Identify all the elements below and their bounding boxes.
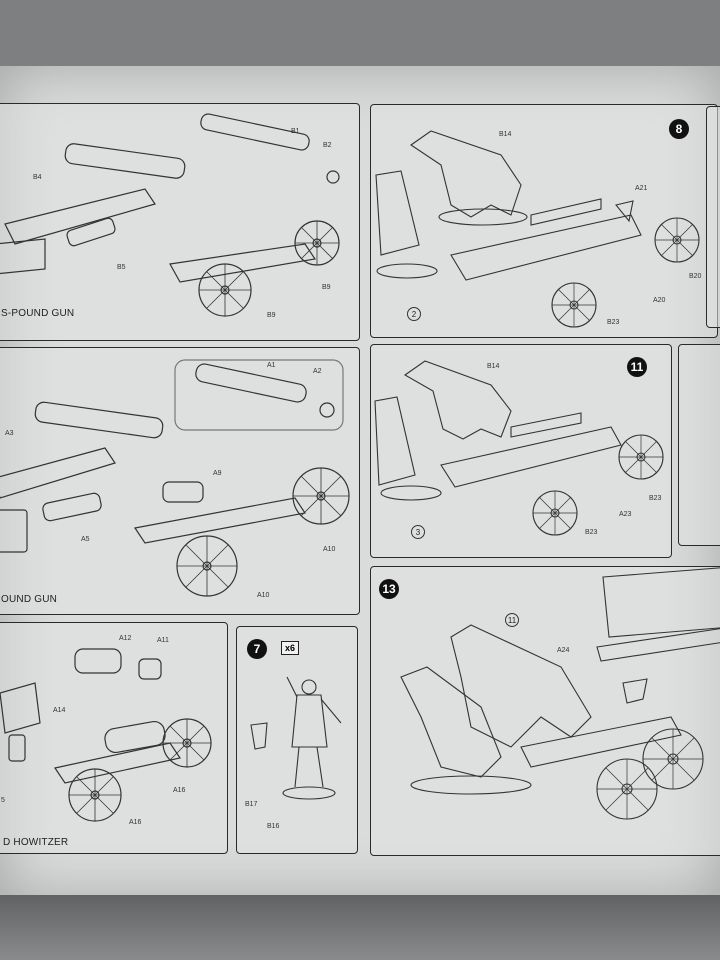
panel-title: OUND GUN [1, 594, 58, 605]
part-label: A5 [81, 536, 90, 543]
panel-cropped-right [678, 344, 720, 546]
step-number-badge: 11 [627, 357, 647, 377]
part-label: B1 [291, 128, 300, 135]
part-label: B23 [649, 495, 662, 502]
part-label: 5 [1, 797, 5, 804]
part-label: A21 [635, 185, 648, 192]
wagon-icon [374, 360, 664, 536]
panel-howitzer: A12 A11 A14 A16 A16 5 D HOWITZER [0, 622, 228, 854]
part-label: A10 [323, 546, 336, 553]
table-surface [0, 895, 720, 960]
part-label: A12 [119, 635, 132, 642]
part-label: A1 [267, 362, 276, 369]
part-label: B23 [607, 319, 620, 326]
part-label: A3 [5, 430, 14, 437]
part-label: A11 [157, 637, 169, 644]
part-label: A10 [257, 592, 270, 599]
part-label: A23 [619, 511, 632, 518]
part-label: B2 [323, 142, 332, 149]
part-label: B14 [499, 131, 512, 138]
cannon-icon [0, 113, 340, 317]
part-label: B4 [33, 174, 42, 181]
part-label: A24 [557, 647, 570, 654]
panel-step-7: 7 x6 B17 B16 [236, 626, 358, 854]
part-label: B9 [322, 284, 331, 291]
quantity-badge: x6 [281, 641, 300, 655]
step-number-badge: 7 [247, 639, 267, 659]
part-label: A2 [313, 368, 322, 375]
part-label: A16 [129, 819, 142, 826]
step-number-badge: 13 [379, 579, 399, 599]
wagon-icon [400, 567, 720, 820]
panel-title: D HOWITZER [3, 837, 69, 848]
sub-step-marker: 2 [407, 307, 421, 321]
panel-step-11: 11 B14 B23 A23 B23 3 [370, 344, 672, 558]
part-label: B16 [267, 823, 280, 830]
part-label: A20 [653, 297, 666, 304]
sub-step-marker: 11 [505, 613, 519, 627]
part-label: B23 [585, 529, 598, 536]
cannon-icon [0, 648, 212, 822]
part-label: B20 [689, 273, 702, 280]
horse-icon [375, 130, 700, 328]
part-label: A14 [53, 707, 66, 714]
part-label: B5 [117, 264, 126, 271]
panel-title: S-POUND GUN [1, 308, 75, 319]
soldier-icon [250, 676, 342, 800]
panel-gun-top: B1 B2 B4 B5 B9 B9 S-POUND GUN [0, 103, 360, 341]
part-label: A9 [213, 470, 222, 477]
cannon-icon [0, 359, 350, 597]
sub-step-marker: 3 [411, 525, 425, 539]
panel-gun-mid: A1 A2 A3 A5 A9 A10 A10 OUND GUN [0, 347, 360, 615]
panel-step-13: 13 A24 11 [370, 566, 720, 856]
part-label: B14 [487, 363, 500, 370]
part-label: B9 [267, 312, 276, 319]
panel-cropped-right-top [706, 106, 720, 328]
panel-step-8: 8 B14 A21 B20 A20 B23 2 [370, 104, 718, 338]
step-number-badge: 8 [669, 119, 689, 139]
part-label: B17 [245, 801, 258, 808]
part-label: A16 [173, 787, 186, 794]
